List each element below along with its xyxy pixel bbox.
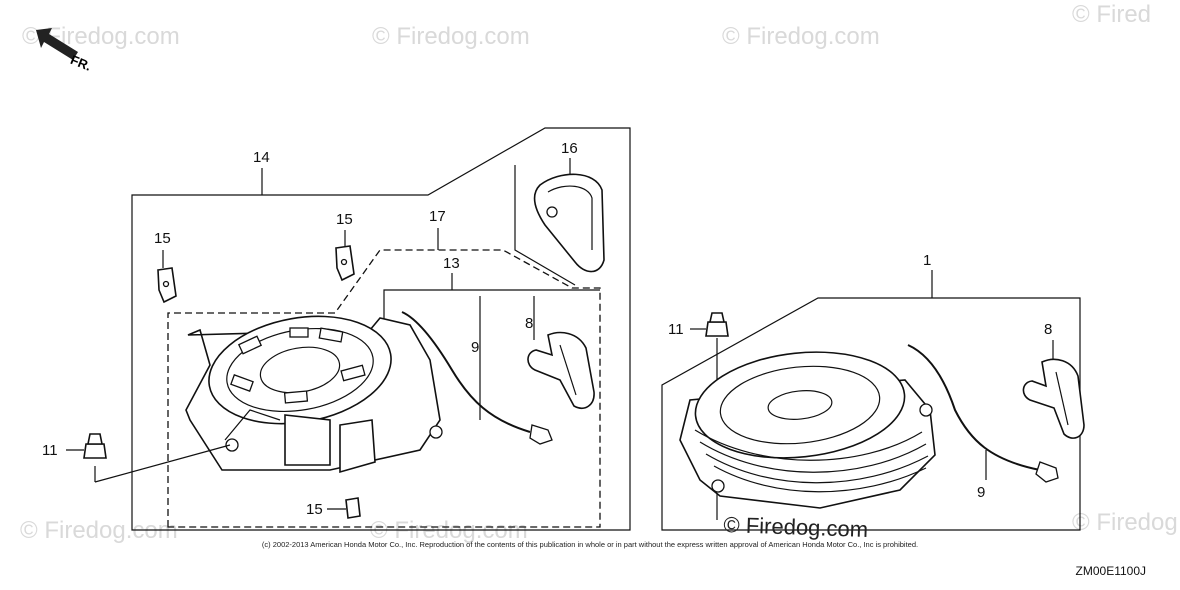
front-direction-arrow-icon bbox=[36, 28, 78, 60]
label-16: 16 bbox=[561, 140, 578, 157]
flange-nut-part-11 bbox=[705, 312, 729, 337]
copyright-notice: (c) 2002-2013 American Honda Motor Co., … bbox=[261, 540, 919, 549]
assembly-1-outline bbox=[661, 297, 1081, 531]
label-9: 9 bbox=[977, 484, 985, 501]
label-15: 15 bbox=[336, 211, 353, 228]
label-8: 8 bbox=[1044, 321, 1052, 338]
watermark: © Firedog.com bbox=[372, 23, 530, 50]
label-11: 11 bbox=[42, 442, 58, 459]
label-17: 17 bbox=[429, 208, 446, 225]
flange-nut-part-11 bbox=[83, 433, 107, 459]
clip-part-15 bbox=[157, 267, 177, 304]
watermark-layer: © Firedog.com © Firedog.com © Firedog.co… bbox=[20, 1, 1178, 544]
watermark: © Fired bbox=[1072, 1, 1151, 28]
starter-grip-part-8 bbox=[1022, 358, 1085, 439]
assembly-17-outline bbox=[167, 249, 601, 528]
label-14: 14 bbox=[253, 149, 270, 166]
recoil-starter-right bbox=[679, 351, 936, 509]
watermark: © Firedog bbox=[1072, 509, 1178, 536]
label-13: 13 bbox=[443, 255, 460, 272]
watermark-stamp: © Firedog.com bbox=[723, 512, 869, 543]
watermark: © Firedog.com bbox=[722, 23, 880, 50]
recoil-starter-left bbox=[185, 315, 443, 474]
label-9: 9 bbox=[471, 339, 479, 356]
starter-grip-part-8 bbox=[527, 331, 595, 409]
starter-rope-part-9 bbox=[907, 344, 1041, 471]
label-11: 11 bbox=[668, 321, 684, 338]
label-8: 8 bbox=[525, 315, 533, 332]
label-1: 1 bbox=[923, 252, 931, 269]
label-15: 15 bbox=[306, 501, 323, 518]
label-15: 15 bbox=[154, 230, 171, 247]
clip-part-15 bbox=[345, 497, 361, 519]
starter-rope-part-9 bbox=[401, 311, 531, 433]
rope-guide-part-16 bbox=[533, 173, 605, 273]
assembly-14-outline bbox=[131, 127, 631, 531]
diagram-code: ZM00E1100J bbox=[1075, 564, 1146, 578]
clip-part-15 bbox=[335, 245, 355, 282]
